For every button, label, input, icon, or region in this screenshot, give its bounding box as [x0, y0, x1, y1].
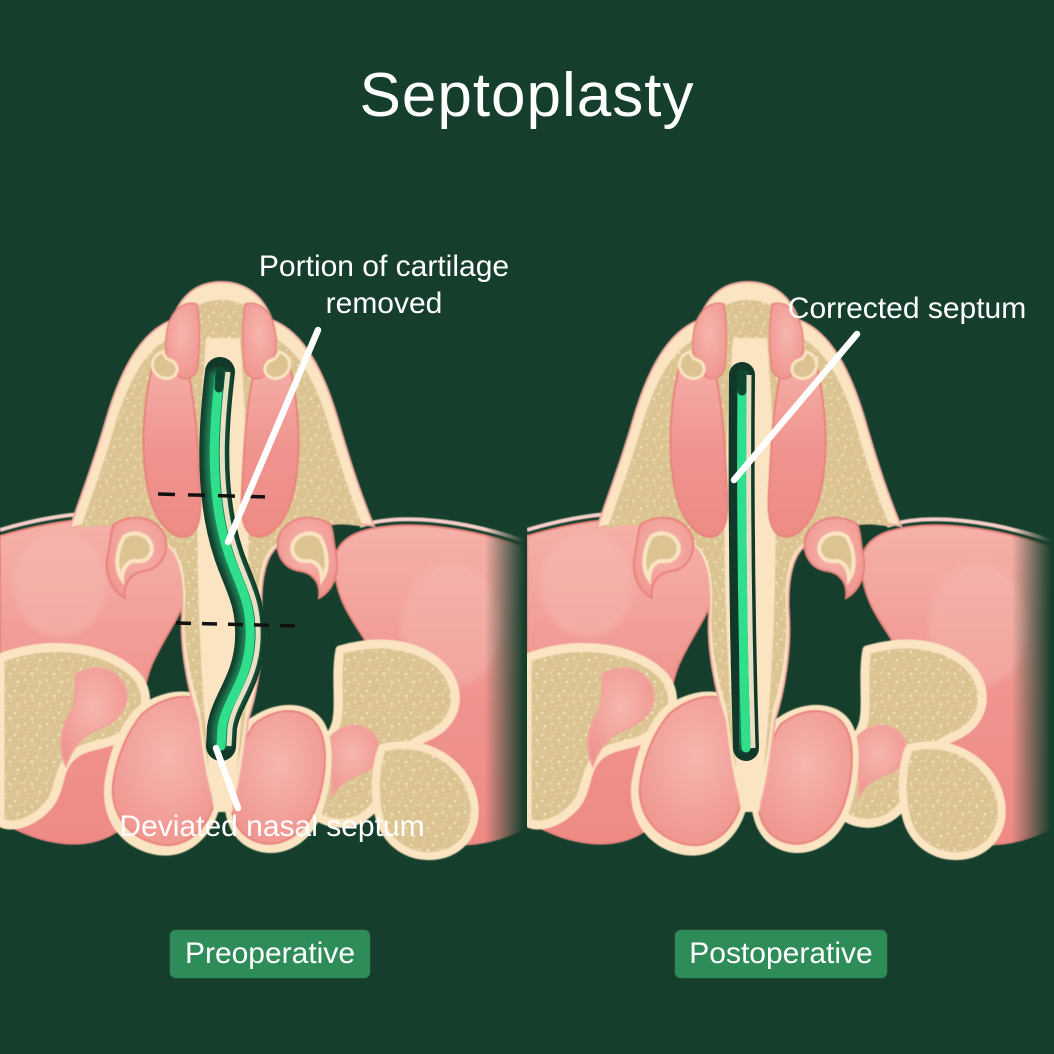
pointer-line-deviated-septum — [212, 744, 242, 812]
callout-portion-of-cartilage-removed: Portion of cartilage removed — [258, 250, 510, 321]
nose-anatomy-art — [0, 282, 527, 856]
nasal-cross-section-postop — [527, 280, 1054, 880]
page-title: Septoplasty — [359, 61, 695, 130]
nasal-cross-section-preop — [0, 280, 527, 880]
cartilage-cut-line-lower — [175, 621, 301, 628]
postoperative-illustration — [527, 280, 1054, 880]
preoperative-badge: Preoperative — [170, 930, 370, 978]
preoperative-illustration — [0, 280, 527, 880]
deviated-septum-line — [199, 357, 266, 761]
corrected-septum-line — [728, 362, 759, 761]
callout-corrected-septum: Corrected septum — [787, 292, 1027, 325]
pointer-line-cartilage-removed — [224, 326, 322, 546]
postoperative-badge: Postoperative — [675, 930, 887, 978]
callout-deviated-nasal-septum: Deviated nasal septum — [119, 810, 425, 843]
pointer-line-corrected-septum — [730, 330, 861, 484]
nose-anatomy-art — [527, 282, 1054, 856]
